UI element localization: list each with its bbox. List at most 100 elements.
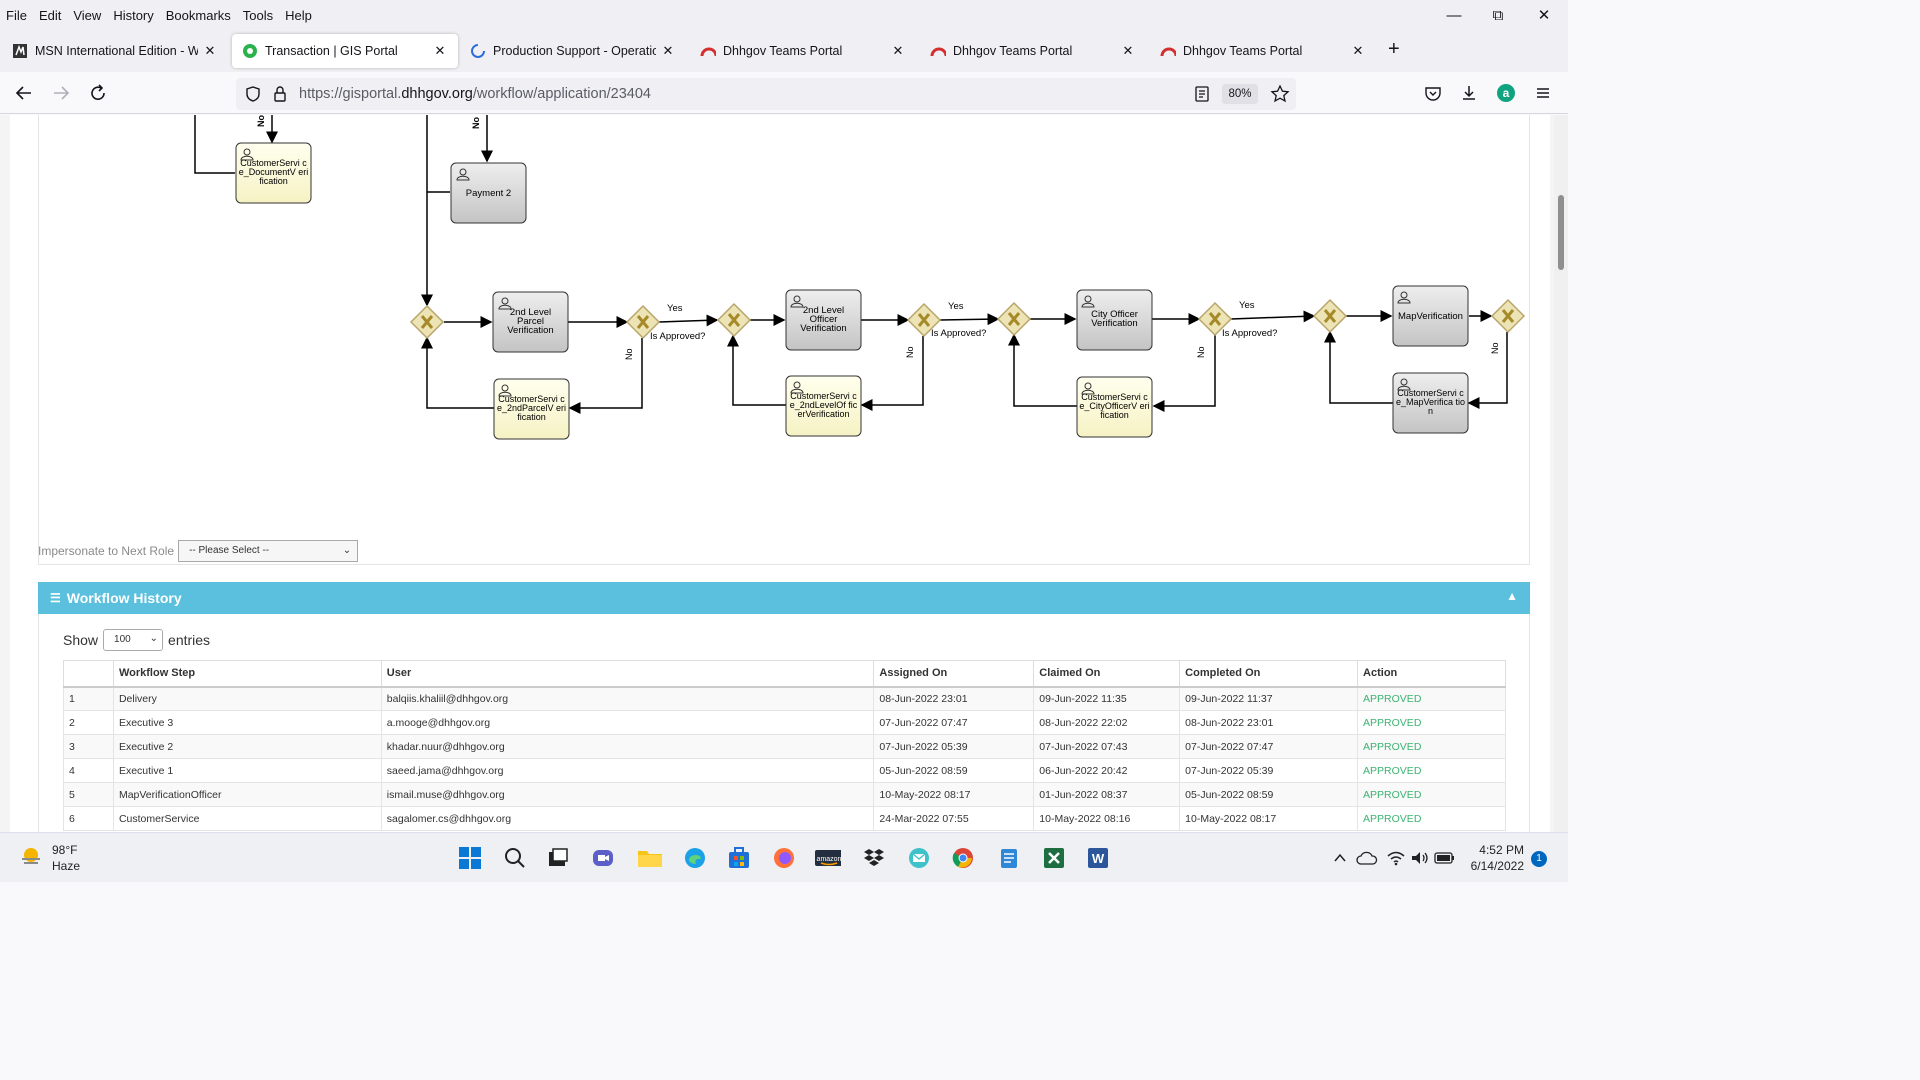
word-icon[interactable]: W [1085, 845, 1111, 871]
cell-completed-on: 07-Jun-2022 07:47 [1179, 734, 1359, 759]
tab-production-support[interactable]: Production Support - Operation ✕ [460, 34, 686, 68]
windows-start-icon[interactable] [457, 845, 483, 871]
minimize-button[interactable]: — [1446, 6, 1462, 24]
close-window-button[interactable]: ✕ [1537, 7, 1551, 24]
menu-edit[interactable]: Edit [38, 7, 62, 23]
task-payment-2[interactable]: Payment 2 [450, 162, 527, 224]
task-customerservice-city-officer-verification[interactable]: CustomerServi ce_CityOfficerV erificatio… [1076, 376, 1153, 438]
firefox-icon[interactable] [771, 845, 797, 871]
edge-icon[interactable] [682, 845, 708, 871]
task-2nd-level-parcel-verification[interactable]: 2nd Level Parcel Verification [492, 291, 569, 353]
column-header-index[interactable] [63, 660, 114, 688]
workflow-history-header[interactable]: ☰ Workflow History ▲ [38, 582, 1530, 614]
column-header-assigned-on[interactable]: Assigned On [873, 660, 1035, 688]
scrollbar-thumb[interactable] [1558, 195, 1564, 270]
bookmark-star-icon[interactable] [1270, 84, 1290, 109]
teams-chat-icon[interactable] [590, 845, 616, 871]
downloads-icon[interactable] [1457, 81, 1481, 105]
impersonate-role-select[interactable]: -- Please Select -- ⌄ [178, 540, 359, 562]
file-explorer-icon[interactable] [637, 845, 663, 871]
column-header-user[interactable]: User [380, 660, 875, 688]
menu-tools[interactable]: Tools [242, 7, 274, 23]
app-menu-icon[interactable] [1531, 81, 1555, 105]
menu-history[interactable]: History [113, 7, 154, 23]
amazon-icon[interactable]: amazon [815, 845, 841, 871]
dropbox-icon[interactable] [861, 845, 887, 871]
tab-gis-portal[interactable]: Transaction | GIS Portal ✕ [232, 34, 458, 68]
impersonate-selected-value: -- Please Select -- [189, 545, 270, 556]
account-icon[interactable]: a [1494, 81, 1518, 105]
battery-icon[interactable] [1433, 845, 1457, 871]
entries-select[interactable]: 100 ⌄ [103, 629, 164, 651]
task-2nd-level-officer-verification[interactable]: 2nd Level Officer Verification [785, 289, 862, 351]
tab-teams-portal-1[interactable]: Dhhgov Teams Portal ✕ [690, 34, 916, 68]
column-header-completed-on[interactable]: Completed On [1179, 660, 1359, 688]
svg-text:amazon: amazon [817, 856, 841, 863]
task-customerservice-2nd-parcel-verification[interactable]: CustomerServi ce_2ndParcelV erification [493, 378, 570, 440]
search-icon[interactable] [502, 845, 528, 871]
chevron-up-icon[interactable] [1330, 845, 1350, 871]
menu-file[interactable]: File [6, 7, 27, 23]
tab-title: Dhhgov Teams Portal [723, 44, 843, 58]
menu-bookmarks[interactable]: Bookmarks [165, 7, 231, 23]
close-tab-icon[interactable]: ✕ [434, 43, 446, 58]
task-map-verification[interactable]: MapVerification [1392, 285, 1469, 347]
forward-button[interactable] [49, 81, 73, 105]
task-customerservice-map-verification[interactable]: CustomerServi ce_MapVerifica tion [1392, 372, 1469, 434]
cell-user: saeed.jama@dhhgov.org [380, 758, 875, 783]
new-tab-button[interactable]: + [1388, 38, 1400, 60]
chrome-icon[interactable] [950, 845, 976, 871]
close-tab-icon[interactable]: ✕ [1352, 43, 1364, 58]
address-bar[interactable]: https://gisportal.dhhgov.org/workflow/ap… [236, 78, 1296, 110]
task-customerservice-document-verification[interactable]: CustomerServi ce_DocumentV erification [235, 142, 312, 204]
notepad-icon[interactable] [996, 845, 1022, 871]
tab-bar: MSN International Edition - Wor ✕ Transa… [0, 30, 1568, 72]
task-label: CustomerServi ce_2ndLevelOf ficerVerific… [789, 392, 858, 419]
clock-date: 6/14/2022 [1470, 859, 1524, 873]
close-tab-icon[interactable]: ✕ [204, 43, 216, 58]
gateway-icon [1490, 298, 1526, 334]
cell-completed-on: 07-Jun-2022 05:39 [1179, 758, 1359, 783]
cell-assigned-on: 07-Jun-2022 05:39 [873, 734, 1035, 759]
restore-button[interactable]: ⧉ [1492, 6, 1504, 24]
microsoft-store-icon[interactable] [726, 845, 752, 871]
teams-portal-icon [930, 43, 946, 59]
cell-user: sagalomer.cs@dhhgov.org [380, 806, 875, 831]
tab-teams-portal-3[interactable]: Dhhgov Teams Portal ✕ [1150, 34, 1376, 68]
pocket-icon[interactable] [1421, 81, 1445, 105]
column-header-action[interactable]: Action [1357, 660, 1506, 688]
excel-icon[interactable] [1041, 845, 1067, 871]
task-customerservice-2nd-level-officer-verification[interactable]: CustomerServi ce_2ndLevelOf ficerVerific… [785, 375, 862, 437]
reader-view-icon[interactable] [1194, 85, 1210, 108]
back-button[interactable] [12, 81, 36, 105]
zoom-level[interactable]: 80% [1222, 84, 1258, 104]
tab-teams-portal-2[interactable]: Dhhgov Teams Portal ✕ [920, 34, 1146, 68]
system-clock[interactable]: 4:52 PM 6/14/2022 [1460, 842, 1524, 874]
onedrive-cloud-icon[interactable] [1355, 845, 1379, 871]
menu-help[interactable]: Help [285, 7, 312, 23]
notification-badge[interactable]: 1 [1531, 851, 1547, 867]
impersonate-label: Impersonate to Next Role [38, 544, 175, 558]
mail-app-icon[interactable] [906, 845, 932, 871]
cell-workflow-step: CustomerService [112, 806, 382, 831]
cell-index: 6 [63, 806, 114, 831]
url-text[interactable]: https://gisportal.dhhgov.org/workflow/ap… [299, 86, 651, 102]
task-city-officer-verification[interactable]: City Officer Verification [1076, 289, 1153, 351]
close-tab-icon[interactable]: ✕ [892, 43, 904, 58]
collapse-chevron-icon[interactable]: ▲ [1506, 589, 1518, 603]
wifi-icon[interactable] [1384, 845, 1408, 871]
page-scrollbar[interactable] [1554, 115, 1568, 832]
tab-msn[interactable]: MSN International Edition - Wor ✕ [2, 34, 228, 68]
menu-view[interactable]: View [73, 7, 102, 23]
task-view-icon[interactable] [545, 845, 571, 871]
close-tab-icon[interactable]: ✕ [1122, 43, 1134, 58]
column-header-claimed-on[interactable]: Claimed On [1033, 660, 1181, 688]
column-header-workflow-step[interactable]: Workflow Step [112, 660, 382, 688]
reload-button[interactable] [86, 81, 110, 105]
close-tab-icon[interactable]: ✕ [662, 43, 674, 58]
volume-icon[interactable] [1408, 845, 1432, 871]
lock-icon[interactable] [272, 85, 288, 108]
shield-icon[interactable] [244, 85, 262, 108]
cell-workflow-step: Delivery [112, 686, 382, 711]
